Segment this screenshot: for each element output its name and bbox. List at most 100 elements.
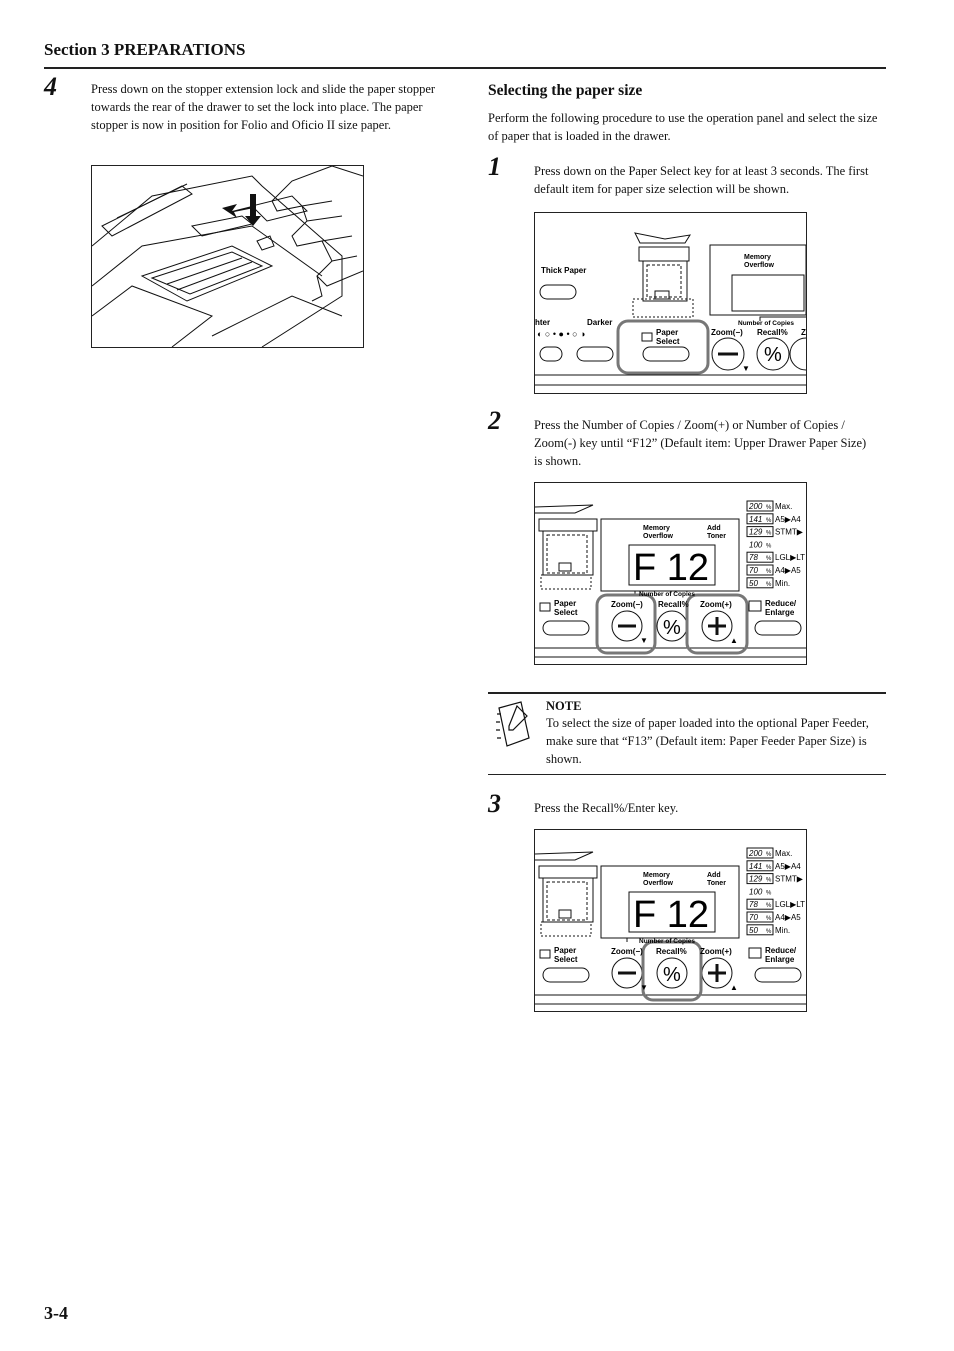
p2-percent-glyph: % — [663, 617, 681, 639]
note-title: NOTE — [546, 699, 582, 713]
p3-reduce: Reduce/ — [765, 946, 797, 955]
panel-figure-2: F 12 Memory Overflow Add Toner Number of… — [534, 482, 807, 665]
panel-2-svg: F 12 Memory Overflow Add Toner Number of… — [535, 500, 806, 658]
zoom-level-box — [746, 873, 774, 885]
p1-select: Select — [656, 337, 680, 346]
p3-percent-glyph: % — [663, 964, 681, 986]
zoom-percent-sign: % — [766, 929, 772, 935]
panel-3-svg: F 12 Memory Overflow Add Toner Number of… — [535, 847, 806, 1005]
p1-memory: Memory — [744, 254, 771, 261]
p2-overflow: Overflow — [643, 533, 674, 540]
step-3-text: Press the Recall%/Enter key. — [534, 801, 679, 815]
p3-zoom-minus: Zoom(−) — [611, 947, 643, 956]
notepad-icon — [491, 700, 535, 750]
p2-num-copies: Number of Copies — [639, 591, 695, 598]
zoom-level-box — [746, 898, 774, 910]
p1-zoom-minus: Zoom(−) — [711, 328, 743, 337]
zoom-level-label: Min. — [775, 926, 790, 935]
zoom-level-box — [746, 577, 774, 589]
zoom-percent-sign: % — [766, 569, 772, 575]
step-3-number: 3 — [488, 789, 501, 818]
zoom-level-box — [746, 847, 774, 859]
zoom-level-label: A4▶A5 — [775, 566, 801, 575]
zoom-percent-sign: % — [766, 878, 772, 884]
zoom-level-label: Max. — [775, 502, 792, 511]
step-1-text: Press down on the Paper Select key for a… — [534, 164, 869, 196]
p3-paper: Paper — [554, 946, 576, 955]
zoom-level-value: 129 — [749, 875, 763, 884]
p2-down-arrow: ▼ — [640, 636, 648, 645]
zoom-level-value: 50 — [749, 926, 758, 935]
step-4-text: Press down on the stopper extension lock… — [91, 82, 436, 132]
zoom-level-value: 100 — [749, 887, 763, 896]
zoom-level-value: 78 — [749, 553, 758, 562]
zoom-level-box — [746, 924, 774, 936]
zoom-percent-sign: % — [766, 543, 772, 549]
p2-paper: Paper — [554, 599, 576, 608]
p3-recall: Recall% — [656, 947, 687, 956]
zoom-level-box — [746, 526, 774, 538]
p1-down-arrow: ▼ — [742, 364, 750, 373]
p3-down-arrow: ▼ — [640, 983, 648, 992]
zoom-level-box — [746, 551, 774, 563]
p1-thick-paper: Thick Paper — [541, 266, 586, 275]
section-header: Section 3 PREPARATIONS — [44, 40, 246, 59]
zoom-level-label: A5▶A4 — [775, 862, 801, 871]
panel-figure-1: Thick Paper hter Darker ◐ ○ • ● • ○ ◑ Me… — [534, 212, 807, 394]
p1-density-dots: ◐ ○ • ● • ○ ◑ — [537, 329, 586, 339]
zoom-level-label: A4▶A5 — [775, 913, 801, 922]
p2-add: Add — [707, 525, 721, 532]
step-4-number: 4 — [44, 72, 57, 101]
zoom-level-value: 78 — [749, 900, 758, 909]
p1-lighter: hter — [535, 318, 550, 327]
p2-zoom-plus: Zoom(+) — [700, 600, 732, 609]
zoom-level-label: A5▶A4 — [775, 515, 801, 524]
zoom-level-label: Min. — [775, 579, 790, 588]
p3-toner: Toner — [707, 880, 726, 887]
p2-zoom-table: 200%Max.141%A5▶A4129%STMT▶100%78%LGL▶LT7… — [746, 500, 805, 589]
p3-num-copies: Number of Copies — [639, 938, 695, 945]
p2-select: Select — [554, 608, 578, 617]
zoom-percent-sign: % — [766, 865, 772, 871]
panel-1-svg: Thick Paper hter Darker ◐ ○ • ● • ○ ◑ Me… — [535, 232, 806, 386]
zoom-level-value: 50 — [749, 579, 758, 588]
zoom-percent-sign: % — [766, 916, 772, 922]
p3-select: Select — [554, 955, 578, 964]
p2-toner: Toner — [707, 533, 726, 540]
p3-overflow: Overflow — [643, 880, 674, 887]
p3-enlarge: Enlarge — [765, 955, 795, 964]
p1-num-copies: Number of Copies — [738, 320, 794, 327]
p2-memory: Memory — [643, 525, 670, 532]
zoom-level-value: 70 — [749, 566, 758, 575]
zoom-percent-sign: % — [766, 518, 772, 524]
zoom-percent-sign: % — [766, 531, 772, 537]
zoom-level-box — [746, 860, 774, 872]
zoom-percent-sign: % — [766, 505, 772, 511]
intro-text: Perform the following procedure to use t… — [488, 111, 878, 143]
step-1-number: 1 — [488, 152, 501, 181]
zoom-level-box — [746, 500, 774, 512]
drawer-stopper-illustration — [91, 165, 364, 348]
p2-up-arrow: ▲ — [730, 636, 738, 645]
zoom-percent-sign: % — [766, 852, 772, 858]
p1-percent-glyph: % — [764, 344, 782, 366]
p3-zoom-table: 200%Max.141%A5▶A4129%STMT▶100%78%LGL▶LT7… — [746, 847, 805, 936]
note-bottom-rule — [488, 774, 886, 775]
p2-display-text: F 12 — [633, 547, 709, 589]
step-2-number: 2 — [488, 406, 501, 435]
zoom-level-value: 200 — [748, 502, 763, 511]
note-text: To select the size of paper loaded into … — [546, 716, 869, 766]
step-2-text: Press the Number of Copies / Zoom(+) or … — [534, 418, 867, 468]
p2-reduce: Reduce/ — [765, 599, 797, 608]
zoom-level-value: 100 — [749, 540, 763, 549]
p2-recall: Recall% — [658, 600, 689, 609]
zoom-level-value: 70 — [749, 913, 758, 922]
zoom-percent-sign: % — [766, 582, 772, 588]
panel-figure-3: F 12 Memory Overflow Add Toner Number of… — [534, 829, 807, 1012]
p2-enlarge: Enlarge — [765, 608, 795, 617]
zoom-level-label: LGL▶LT — [775, 900, 805, 909]
drawer-illustration-svg — [92, 166, 363, 347]
p2-display: F 12 — [633, 547, 709, 589]
page-number: 3-4 — [44, 1303, 68, 1323]
p1-overflow: Overflow — [744, 262, 775, 269]
